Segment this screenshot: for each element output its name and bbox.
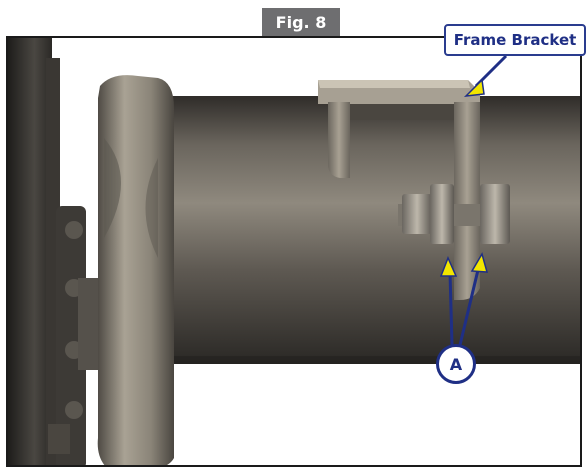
nut-inner (430, 184, 454, 244)
axle-illustration (8, 38, 580, 465)
frame-bracket-left-leg (328, 102, 350, 178)
hub-casting-shade (104, 138, 121, 238)
bolt-head (402, 194, 432, 234)
nut-outer (480, 184, 510, 244)
frame-bracket-callout: Frame Bracket (444, 24, 586, 56)
callout-a: A (436, 344, 476, 384)
figure-label: Fig. 8 (262, 8, 340, 36)
frame-bracket-top-lip (318, 80, 470, 88)
hub-flange (56, 206, 86, 465)
axle-tube (158, 96, 580, 364)
hub-casting (97, 75, 174, 465)
wheel-stud (65, 221, 83, 239)
wheel-stud (65, 401, 83, 419)
brake-drum (8, 38, 52, 465)
frame-bracket-inner (350, 104, 454, 120)
illustration-frame (6, 36, 582, 467)
hub-casting-shade (145, 158, 158, 258)
wheel-stud (48, 424, 70, 454)
tube-lower-shadow (174, 356, 580, 364)
frame-bracket-right-leg (454, 102, 480, 300)
